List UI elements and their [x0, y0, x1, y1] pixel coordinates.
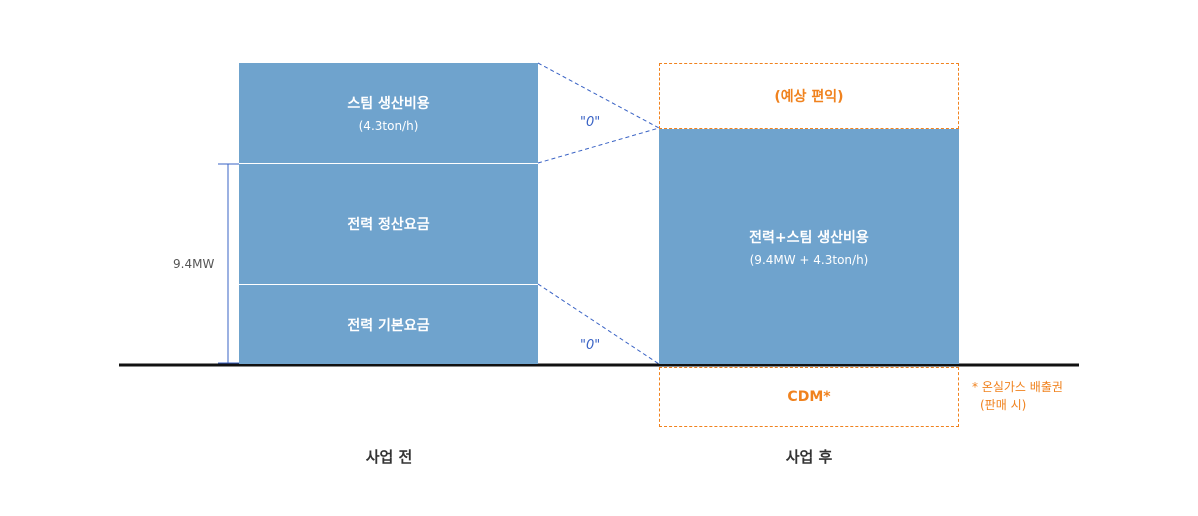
power-basic-block: 전력 기본요금	[239, 285, 538, 364]
steam-cost-block: 스팀 생산비용 (4.3ton/h)	[239, 63, 538, 163]
expected-benefit-label: (예상 편익)	[774, 89, 844, 105]
cdm-label: CDM*	[787, 389, 831, 405]
emission-note-line1: * 온실가스 배출권	[972, 380, 1063, 394]
before-caption: 사업 전	[365, 448, 413, 466]
combined-amount-label: (9.4MW + 4.3ton/h)	[749, 252, 869, 267]
power-settlement-block: 전력 정산요금	[239, 164, 538, 284]
power-basic-label: 전력 기본요금	[347, 317, 430, 334]
mw-label: 9.4MW	[173, 257, 215, 271]
zero-marker-bottom: "0"	[580, 338, 601, 353]
zero-marker-top: "0"	[580, 115, 601, 130]
top-connector-lower	[537, 127, 660, 164]
combined-cost-block: 전력+스팀 생산비용 (9.4MW + 4.3ton/h)	[659, 129, 959, 364]
steam-amount-label: (4.3ton/h)	[358, 119, 419, 133]
combined-cost-label: 전력+스팀 생산비용	[749, 229, 869, 246]
emission-note: * 온실가스 배출권 (판매 시)	[972, 378, 1063, 414]
power-settlement-label: 전력 정산요금	[347, 217, 430, 233]
top-connector-upper	[537, 62, 660, 129]
expected-benefit-box: (예상 편익)	[659, 63, 959, 129]
cdm-box: CDM*	[659, 367, 959, 427]
after-caption: 사업 후	[785, 448, 833, 466]
bottom-connector	[537, 283, 660, 365]
steam-cost-label: 스팀 생산비용	[347, 96, 430, 112]
emission-note-line2: (판매 시)	[980, 398, 1027, 412]
